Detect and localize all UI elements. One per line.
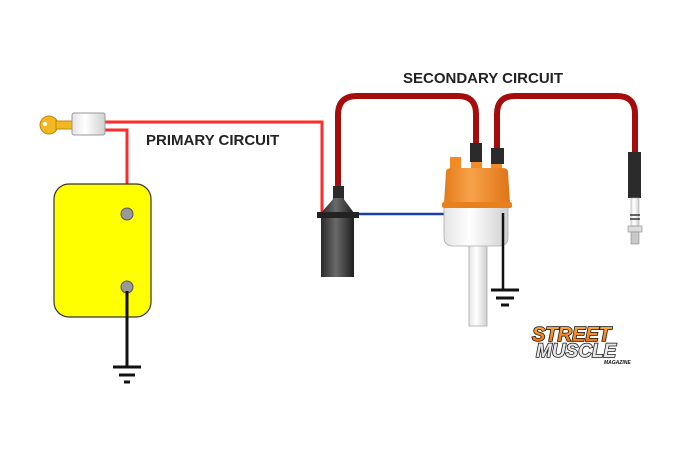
primary-circuit-label: PRIMARY CIRCUIT (146, 132, 279, 149)
ground-symbol (491, 213, 519, 307)
distributor (442, 143, 512, 327)
ignition-switch (71, 112, 106, 136)
street-muscle-logo: STREET MUSCLE MAGAZINE (531, 323, 631, 366)
key-icon (39, 115, 75, 135)
secondary-wires (335, 93, 638, 193)
spark-plug (627, 152, 643, 245)
ground-symbol (113, 291, 141, 384)
logo-line1: STREET (532, 324, 613, 346)
logo-line2: MUSCLE (536, 341, 618, 362)
logo-line3: MAGAZINE (604, 360, 631, 366)
battery (53, 183, 152, 318)
ignition-coil (317, 186, 359, 277)
secondary-circuit-label: SECONDARY CIRCUIT (403, 70, 563, 87)
